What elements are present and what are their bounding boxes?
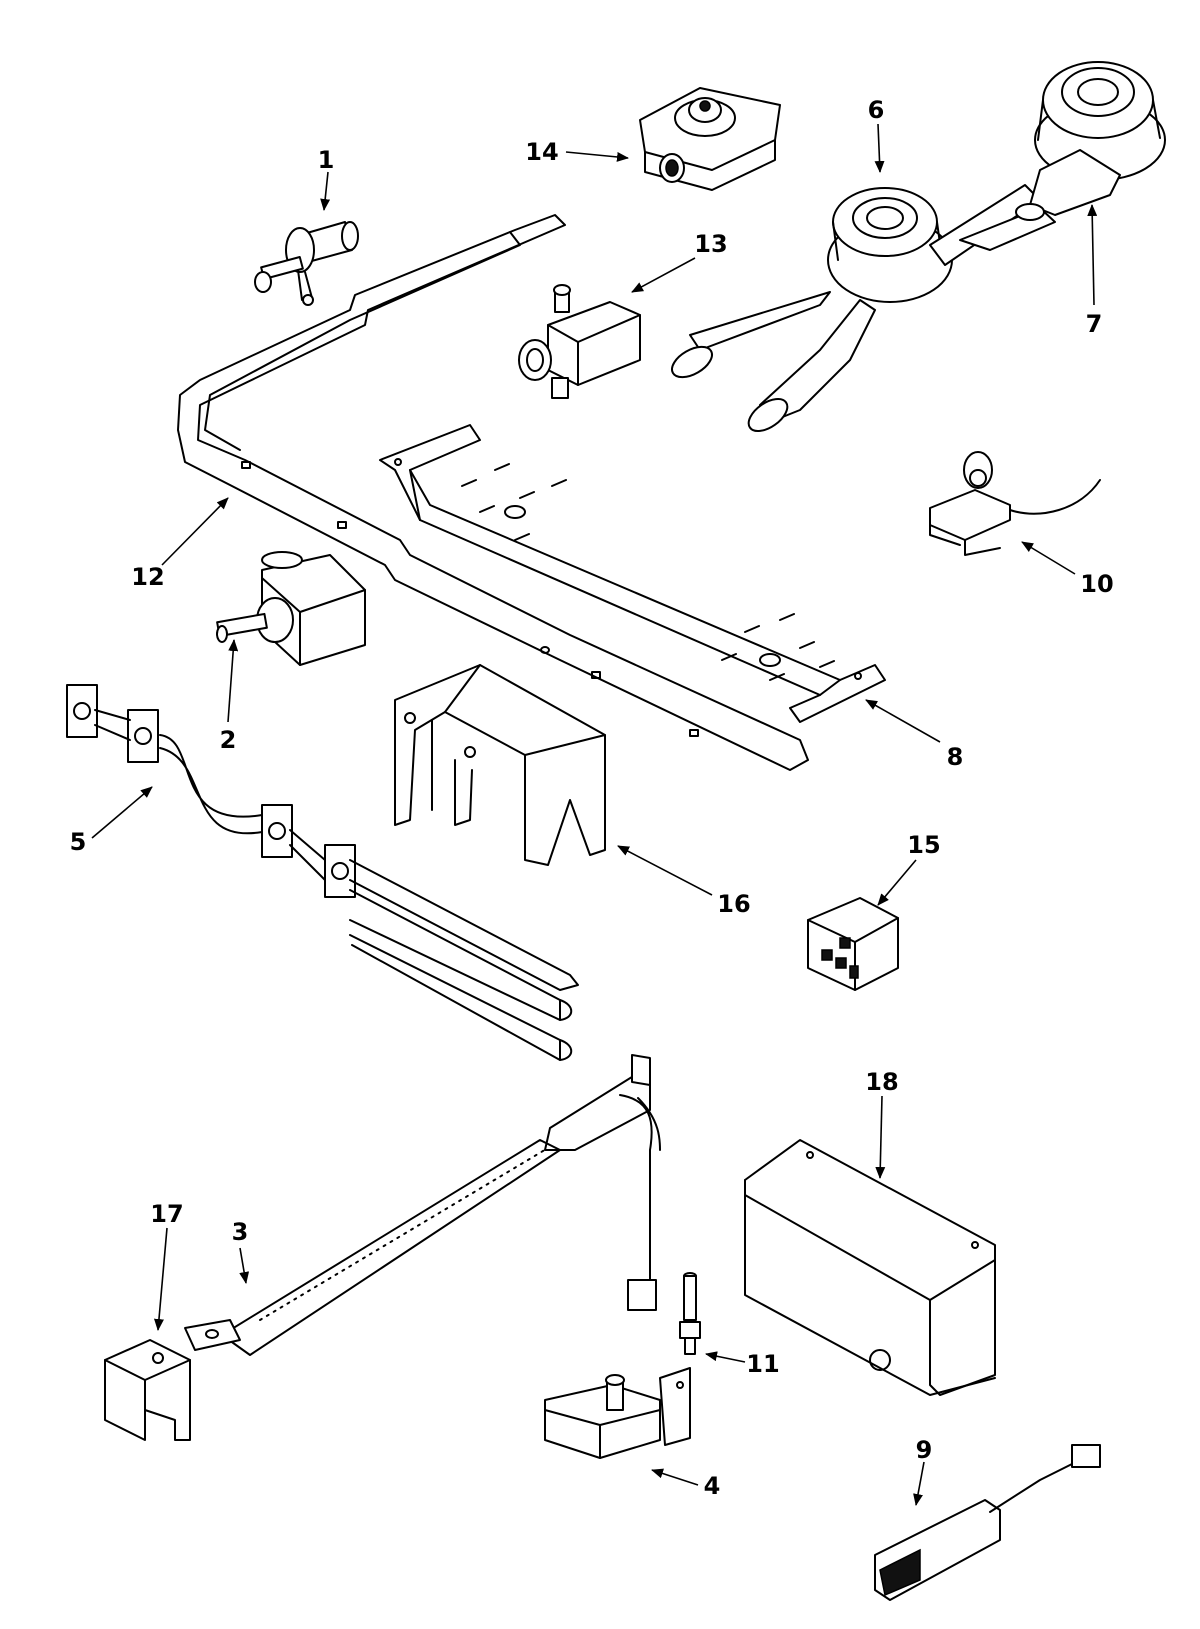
label-16-text: 16 (717, 890, 750, 918)
label-6: 6 (868, 96, 885, 173)
label-10-text: 10 (1080, 570, 1113, 598)
label-2-text: 2 (220, 726, 237, 754)
part-9-spark-module (874, 1444, 1101, 1601)
label-14-text: 14 (525, 138, 558, 166)
label-1-text: 1 (318, 146, 335, 174)
label-4-text: 4 (704, 1472, 721, 1500)
label-3-text: 3 (232, 1218, 249, 1246)
label-4: 4 (651, 1468, 721, 1500)
label-13: 13 (631, 230, 728, 293)
label-8-text: 8 (947, 743, 964, 771)
part-15-relay (807, 897, 899, 991)
label-11: 11 (705, 1350, 780, 1378)
part-8-support-bracket (379, 424, 886, 723)
part-10-ignitor (929, 451, 1101, 556)
label-16: 16 (617, 845, 751, 918)
part-13-orifice-valve (518, 284, 641, 399)
label-13-text: 13 (694, 230, 727, 258)
label-2: 2 (220, 639, 239, 754)
label-8: 8 (865, 699, 964, 771)
label-18-text: 18 (865, 1068, 898, 1096)
label-15: 15 (877, 831, 941, 906)
label-6-text: 6 (868, 96, 885, 124)
part-4-oven-valve (544, 1367, 691, 1459)
part-7-burner (959, 61, 1166, 251)
label-9-text: 9 (916, 1436, 933, 1464)
part-6-burner (671, 184, 1041, 432)
label-1: 1 (318, 146, 335, 211)
label-7-text: 7 (1086, 310, 1103, 338)
part-16-shield (394, 664, 606, 866)
label-12-text: 12 (131, 563, 164, 591)
label-5: 5 (70, 786, 153, 856)
part-12-manifold-pipe (177, 214, 809, 771)
label-3: 3 (232, 1218, 250, 1284)
part-11-electrode (679, 1272, 701, 1355)
part-2-rotary-switch (216, 551, 366, 666)
part-5-switch-harness (66, 684, 579, 1061)
label-9: 9 (913, 1436, 933, 1506)
part-14-valve-bracket (639, 87, 781, 191)
part-3-oven-burner (184, 1054, 661, 1356)
label-12: 12 (131, 497, 229, 591)
label-14: 14 (525, 138, 629, 166)
part-17-bracket (104, 1339, 191, 1441)
label-17: 17 (150, 1200, 184, 1331)
label-17-text: 17 (150, 1200, 183, 1228)
label-18: 18 (865, 1068, 899, 1179)
label-7: 7 (1086, 204, 1103, 338)
label-5-text: 5 (70, 828, 87, 856)
label-11-text: 11 (746, 1350, 779, 1378)
label-10: 10 (1021, 541, 1114, 598)
part-1-valve-fitting (254, 221, 359, 306)
label-15-text: 15 (907, 831, 940, 859)
part-18-cover (744, 1139, 996, 1396)
